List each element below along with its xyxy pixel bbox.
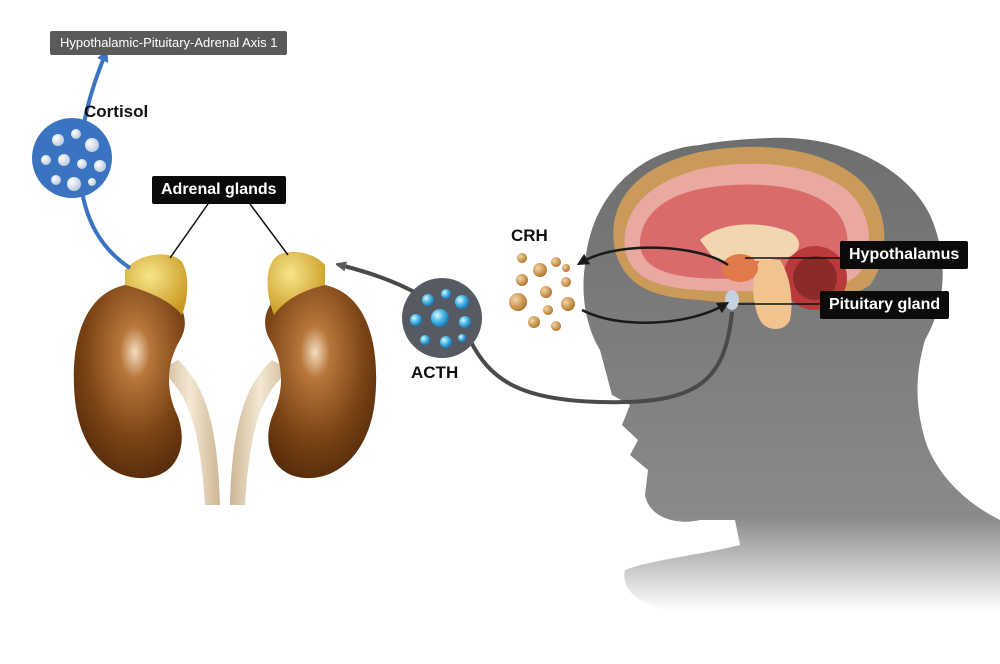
crh-molecules (509, 253, 575, 331)
adrenal-connector-left (169, 203, 209, 259)
crh-arrow-out (576, 246, 729, 267)
adrenal-connector-right (249, 203, 289, 256)
page-title-tooltip: Hypothalamic-Pituitary-Adrenal Axis 1 (50, 31, 288, 55)
right-adrenal-gland (267, 251, 325, 315)
left-kidney (73, 284, 185, 479)
acth-label: ACTH (411, 363, 459, 382)
acth-molecules (402, 278, 482, 358)
cortisol-label: Cortisol (84, 102, 149, 121)
cortisol-molecules (32, 118, 112, 198)
crh-label: CRH (511, 226, 548, 245)
brain (613, 146, 885, 329)
crh-arrow-in (581, 301, 730, 324)
right-kidney (265, 284, 377, 479)
hypothalamus-label: Hypothalamus (840, 241, 969, 269)
left-adrenal-gland (125, 254, 188, 315)
pituitary-gland-label: Pituitary gland (820, 291, 950, 319)
adrenal-glands-label: Adrenal glands (152, 176, 286, 204)
ureters (160, 360, 290, 505)
